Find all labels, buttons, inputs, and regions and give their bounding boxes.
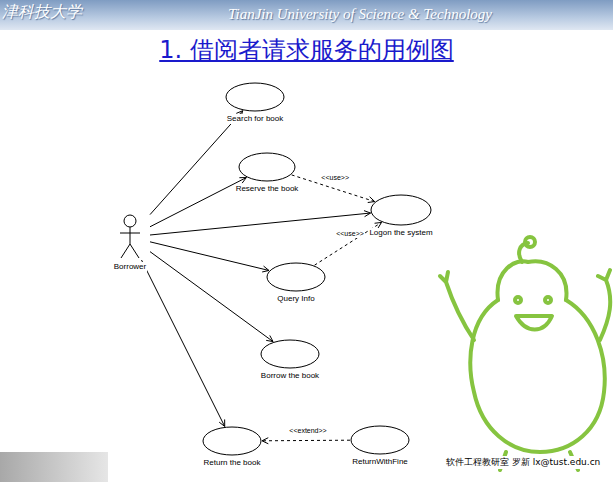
use-case: ReturnWithFine bbox=[349, 425, 411, 467]
connector-line bbox=[150, 178, 246, 227]
ellipse-outline bbox=[261, 340, 319, 368]
school-name-english: TianJin University of Science & Technolo… bbox=[228, 6, 492, 23]
shape-outline bbox=[225, 82, 285, 112]
arrow-head bbox=[239, 178, 246, 184]
use-case-ellipse bbox=[238, 152, 296, 182]
actor-body bbox=[120, 227, 140, 258]
ellipse-outline bbox=[203, 427, 261, 455]
shape-outline bbox=[370, 194, 432, 226]
use-case: Return the book bbox=[201, 426, 264, 468]
ellipse-outline bbox=[351, 426, 409, 454]
arrow-head bbox=[262, 438, 268, 444]
association-arrow bbox=[150, 178, 246, 227]
ellipse-outline bbox=[371, 195, 431, 225]
school-name: 津科技大学 bbox=[2, 2, 82, 23]
node-label: Reserve the book bbox=[235, 184, 300, 194]
stereotype-label: <<use>> bbox=[335, 229, 365, 238]
node-label: Search for book bbox=[226, 114, 284, 124]
node-label: Borrower bbox=[113, 262, 147, 272]
node-label: Logon the system bbox=[368, 228, 433, 238]
use-case-ellipse bbox=[370, 194, 432, 226]
shape-outline bbox=[202, 426, 262, 456]
stereotype-label: <<use>> bbox=[320, 173, 350, 182]
use-case: Borrow the book bbox=[258, 339, 323, 381]
shape-outline bbox=[238, 152, 296, 182]
use-case: Search for book bbox=[224, 82, 287, 124]
use-case: Logon the system bbox=[366, 194, 436, 238]
dependency-arrow bbox=[262, 438, 350, 444]
connector-line bbox=[150, 252, 273, 342]
arrow-head bbox=[219, 419, 225, 426]
use-case-ellipse bbox=[350, 425, 410, 455]
stick-figure bbox=[120, 215, 140, 258]
use-case: Query Info bbox=[266, 262, 326, 304]
shape-outline bbox=[260, 339, 320, 369]
shape-outline bbox=[266, 262, 326, 292]
association-arrow bbox=[150, 111, 243, 215]
node-label: Query Info bbox=[276, 294, 315, 304]
use-case-ellipse bbox=[266, 262, 326, 292]
ellipse-outline bbox=[267, 263, 325, 291]
use-case-ellipse bbox=[202, 426, 262, 456]
node-label: Borrow the book bbox=[260, 371, 320, 381]
use-case-ellipse bbox=[260, 339, 320, 369]
association-arrow bbox=[142, 260, 225, 426]
connector-line bbox=[262, 440, 350, 442]
arrow-head bbox=[364, 211, 371, 217]
shape-outline bbox=[110, 214, 150, 260]
arrow-head bbox=[368, 197, 375, 203]
footer-credit: 软件工程教研室 罗新 lx@tust.edu.cn bbox=[446, 456, 600, 469]
connector-line bbox=[142, 260, 225, 426]
actor-node: Borrower bbox=[110, 214, 150, 272]
association-arrow bbox=[150, 242, 269, 272]
shape-outline bbox=[350, 425, 410, 455]
actor-head bbox=[124, 215, 136, 227]
arrow-head bbox=[266, 335, 273, 341]
association-arrow bbox=[150, 252, 273, 342]
use-case-ellipse bbox=[225, 82, 285, 112]
arrow-head bbox=[262, 266, 269, 272]
ellipse-outline bbox=[226, 83, 284, 111]
node-label: Return the book bbox=[203, 458, 262, 468]
slide-title: 1. 借阅者请求服务的用例图 bbox=[0, 34, 613, 66]
actor-figure bbox=[110, 214, 150, 260]
ellipse-outline bbox=[239, 153, 295, 181]
use-case: Reserve the book bbox=[233, 152, 302, 194]
connector-line bbox=[150, 111, 243, 215]
connector-line bbox=[150, 242, 269, 271]
node-label: ReturnWithFine bbox=[351, 457, 409, 467]
footer-band bbox=[0, 452, 108, 482]
stereotype-label: <<extend>> bbox=[288, 426, 327, 435]
